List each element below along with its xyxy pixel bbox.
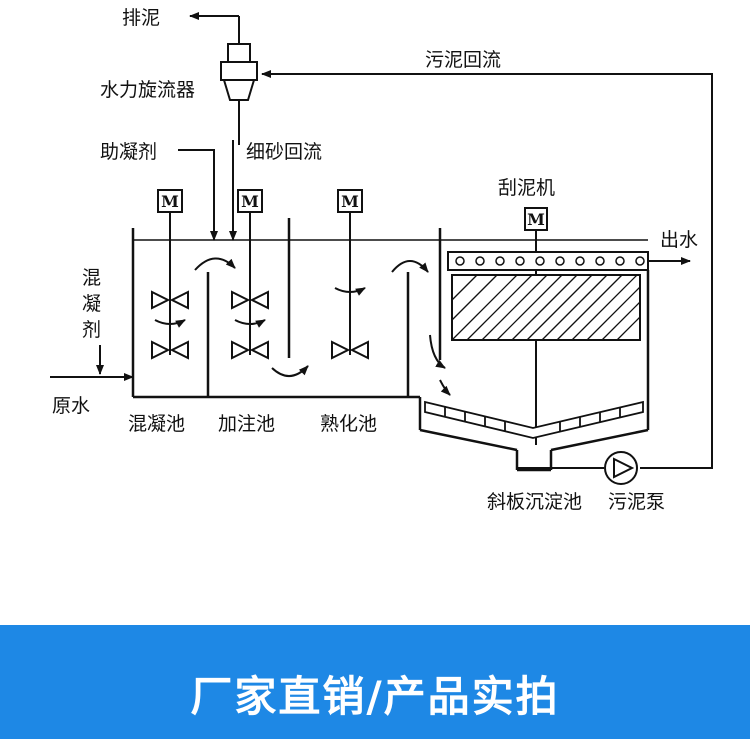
label-fine-sand-return: 细砂回流 [246, 141, 322, 163]
sludge-pump-icon [604, 451, 638, 485]
promo-banner-text: 厂家直销/产品实拍 [190, 672, 560, 721]
label-maturation-tank: 熟化池 [320, 413, 377, 435]
label-sludge-pump: 污泥泵 [608, 491, 665, 513]
mixer-maturation [331, 212, 369, 360]
motor-coagulation-icon: M [157, 189, 183, 213]
svg-text:M: M [161, 192, 179, 211]
label-sludge-discharge: 排泥 [122, 7, 160, 29]
inclined-plates [451, 274, 641, 341]
mixer-dosing [231, 212, 269, 360]
process-flow-diagram: M M M M [50, 7, 713, 513]
label-coagulant-aid: 助凝剂 [100, 141, 157, 163]
label-coagulant-3: 剂 [82, 319, 101, 341]
motor-scraper-icon: M [524, 207, 548, 231]
label-inclined-plate-settler: 斜板沉淀池 [487, 491, 582, 513]
baffles [206, 218, 442, 397]
label-outlet-water: 出水 [660, 229, 698, 251]
label-raw-water: 原水 [52, 395, 90, 417]
label-scraper: 刮泥机 [498, 177, 555, 199]
label-coagulation-tank: 混凝池 [128, 413, 185, 435]
sludge-return-line [261, 70, 713, 469]
svg-text:M: M [241, 192, 259, 211]
svg-text:M: M [527, 210, 545, 229]
svg-text:M: M [341, 192, 359, 211]
label-hydrocyclone: 水力旋流器 [100, 79, 195, 101]
label-sludge-return: 污泥回流 [425, 49, 501, 71]
label-dosing-tank: 加注池 [218, 413, 275, 435]
tank-walls [131, 228, 650, 472]
scraper-rakes [424, 400, 644, 439]
promo-banner: 厂家直销/产品实拍 [0, 625, 750, 739]
mixer-coagulation [151, 212, 189, 360]
motor-dosing-icon: M [237, 189, 263, 213]
flow-arrows [194, 257, 451, 396]
label-coagulant-1: 混 [82, 267, 101, 289]
coagulant-aid-line [178, 149, 218, 241]
label-coagulant-2: 凝 [82, 293, 101, 315]
motor-maturation-icon: M [337, 189, 363, 213]
collection-launder [447, 251, 649, 271]
hydrocyclone [220, 43, 258, 145]
